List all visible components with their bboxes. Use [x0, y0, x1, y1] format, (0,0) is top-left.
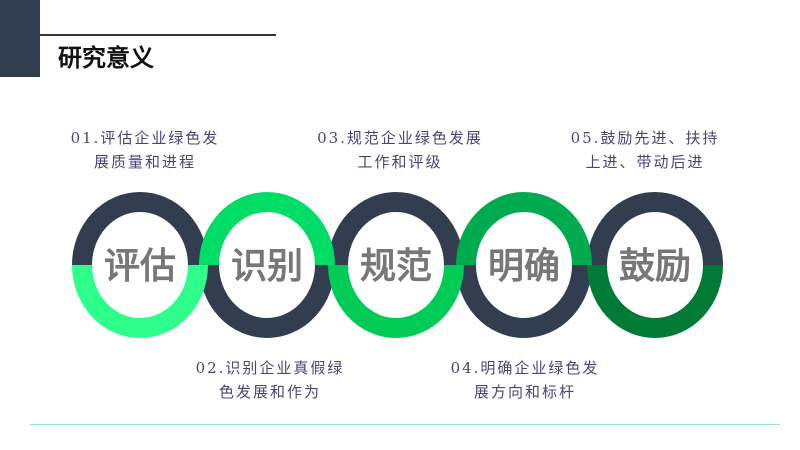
ring-4-dark-half	[456, 264, 592, 338]
caption-1: 01.评估企业绿色发展质量和进程	[70, 129, 220, 171]
bottom-divider	[30, 424, 780, 425]
ring-3-dark-half	[328, 192, 464, 266]
ring-2-green-half	[199, 192, 335, 266]
ring-3-green-half	[328, 264, 464, 338]
page-title: 研究意义	[58, 44, 154, 72]
header-divider	[40, 34, 276, 36]
ring-1-dark-half	[72, 192, 208, 266]
ring-5-green-half	[587, 264, 723, 338]
caption-5: 05.鼓励先进、扶持上进、带动后进	[570, 129, 720, 171]
ring-2-dark-half	[199, 264, 335, 338]
ring-4-green-half	[456, 192, 592, 266]
step-label-5: 鼓励	[619, 245, 691, 287]
ring-1-green-half	[72, 264, 208, 338]
step-label-1: 评估	[104, 245, 176, 287]
step-label-2: 识别	[231, 245, 303, 287]
ring-5-dark-half	[587, 192, 723, 266]
step-label-4: 明确	[488, 245, 560, 287]
caption-2: 02.识别企业真假绿色发展和作为	[195, 359, 345, 401]
step-label-3: 规范	[360, 245, 432, 287]
caption-3: 03.规范企业绿色发展工作和评级	[317, 129, 483, 171]
caption-4: 04.明确企业绿色发展方向和标杆	[450, 359, 600, 401]
header-accent-bar	[0, 0, 40, 77]
